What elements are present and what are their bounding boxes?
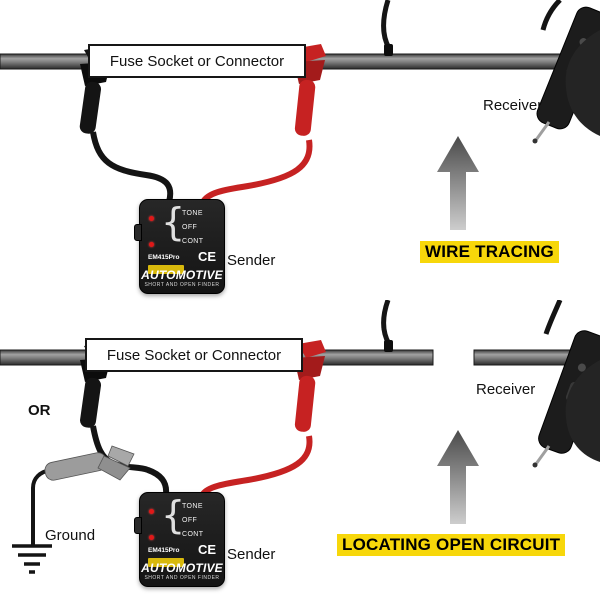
wire-tracing-caption: WIRE TRACING bbox=[420, 241, 559, 263]
receiver-device bbox=[532, 0, 600, 144]
device-side-button bbox=[134, 224, 142, 241]
tone-led bbox=[149, 509, 154, 514]
caption-text: LOCATING OPEN CIRCUIT bbox=[337, 534, 566, 556]
receiver-test-lead bbox=[381, 300, 393, 352]
receiver-test-lead bbox=[381, 0, 393, 56]
device-side-button bbox=[134, 517, 142, 534]
black-test-cable bbox=[90, 425, 170, 495]
caption-text: WIRE TRACING bbox=[420, 241, 559, 263]
receiver-label: Receiver bbox=[483, 97, 543, 114]
switch-label-tone: TONE bbox=[182, 503, 203, 510]
gray-alligator-clip bbox=[44, 445, 135, 481]
device-badge bbox=[148, 265, 184, 274]
ce-mark: CE bbox=[197, 542, 216, 557]
cont-led bbox=[149, 242, 154, 247]
receiver-cable bbox=[543, 300, 563, 335]
receiver-cable bbox=[540, 0, 562, 31]
ground-label: Ground bbox=[45, 527, 96, 544]
red-test-cable bbox=[200, 435, 313, 497]
switch-label-cont: CONT bbox=[182, 238, 204, 245]
up-arrow-icon bbox=[437, 136, 479, 230]
switch-label-cont: CONT bbox=[182, 531, 204, 538]
fuse-socket-label: Fuse Socket or Connector bbox=[106, 346, 282, 364]
sender-label: Sender bbox=[227, 546, 276, 563]
tone-led bbox=[149, 216, 154, 221]
switch-label-off: OFF bbox=[182, 224, 198, 231]
hand bbox=[565, 360, 600, 462]
or-label: OR bbox=[28, 402, 51, 419]
black-test-cable bbox=[90, 131, 174, 203]
switch-bracket: { bbox=[161, 200, 186, 244]
hand bbox=[565, 30, 600, 136]
device-subtitle: SHORT AND OPEN FINDER bbox=[144, 575, 220, 581]
red-test-cable bbox=[200, 139, 313, 204]
switch-label-off: OFF bbox=[182, 517, 198, 524]
up-arrow-icon bbox=[437, 430, 479, 524]
switch-label-tone: TONE bbox=[182, 210, 203, 217]
device-badge bbox=[148, 558, 184, 567]
device-subtitle: SHORT AND OPEN FINDER bbox=[144, 282, 220, 288]
device-model: EM415Pro bbox=[148, 254, 180, 261]
fuse-socket-label-box: Fuse Socket or Connector bbox=[88, 44, 306, 78]
sender-device: { TONE OFF CONT EM415Pro CE AUTOMOTIVE S… bbox=[134, 492, 225, 587]
earth-ground-symbol-icon bbox=[12, 544, 52, 574]
device-title: AUTOMOTIVE bbox=[141, 268, 223, 282]
device-title: AUTOMOTIVE bbox=[141, 561, 223, 575]
fuse-socket-label-box: Fuse Socket or Connector bbox=[85, 338, 303, 372]
receiver-label: Receiver bbox=[476, 381, 536, 398]
receiver-probe bbox=[534, 121, 551, 141]
ce-mark: CE bbox=[197, 249, 216, 264]
device-model: EM415Pro bbox=[148, 547, 180, 554]
switch-bracket: { bbox=[161, 493, 186, 537]
open-circuit-caption: LOCATING OPEN CIRCUIT bbox=[337, 534, 566, 556]
receiver-device bbox=[532, 300, 600, 468]
fuse-socket-label: Fuse Socket or Connector bbox=[109, 52, 285, 70]
sender-device: { TONE OFF CONT EM415Pro CE AUTOMOTIVE S… bbox=[134, 199, 225, 294]
receiver-probe bbox=[534, 445, 551, 465]
sender-label: Sender bbox=[227, 252, 276, 269]
cont-led bbox=[149, 535, 154, 540]
